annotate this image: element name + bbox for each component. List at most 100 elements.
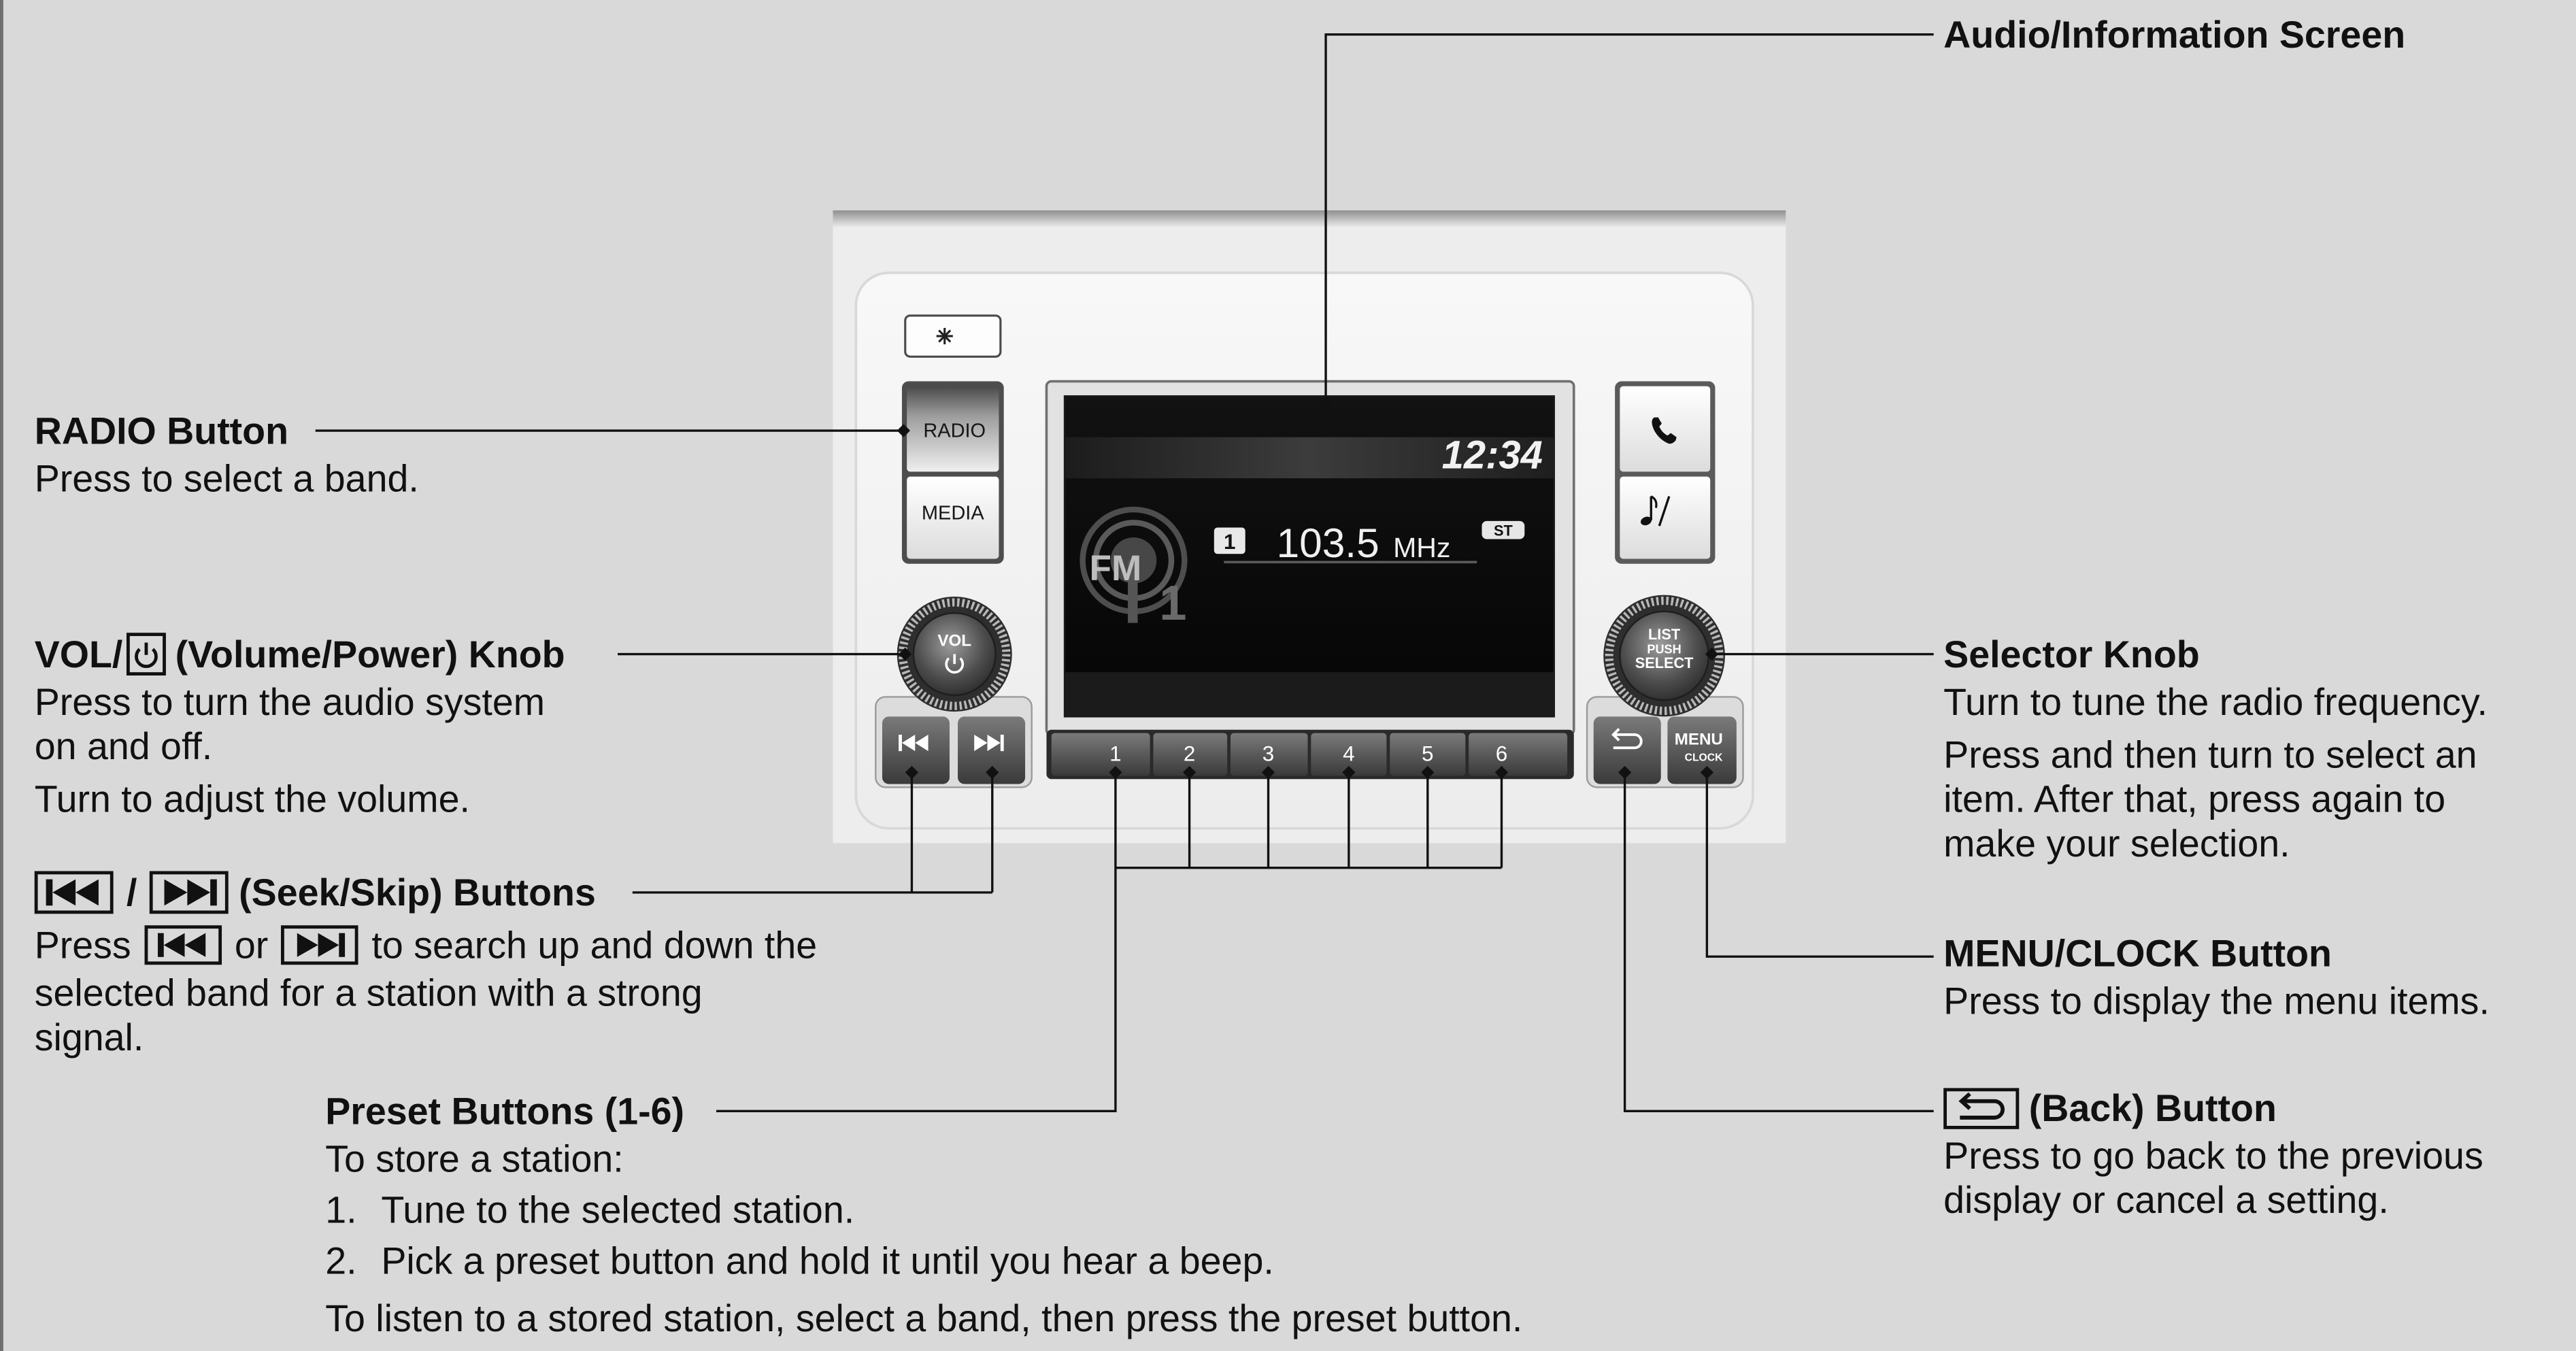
seek-up-icon: [150, 871, 229, 914]
preset-button-4: 4: [1311, 733, 1387, 776]
preset-label: 3: [1262, 742, 1274, 766]
callout-title-text: (Back) Button: [2028, 1086, 2277, 1129]
preset-label: 6: [1496, 742, 1507, 766]
leader-seek-skip: [632, 772, 994, 894]
callout-text: signal.: [34, 1016, 144, 1058]
music-icon: [1641, 495, 1671, 527]
volume-power-knob: VOL: [897, 597, 1012, 712]
clock-button-label: CLOCK: [1685, 752, 1723, 764]
callout-text: Press to turn the audio system: [34, 680, 546, 724]
callout-text: Press to go back to the previous: [1943, 1134, 2483, 1177]
page-edge-line: [0, 0, 3, 1351]
callout-text: item. After that, press again to: [1943, 777, 2446, 820]
leader-presets: [716, 772, 1503, 1112]
callout-title-prefix: VOL/: [34, 633, 123, 676]
callout-text-part: to search up and down the: [371, 923, 818, 967]
seek-up-icon: [281, 925, 359, 965]
leader-lines: [315, 33, 1934, 1112]
callout-text: Press to display the menu items.: [1943, 979, 2490, 1022]
media-button: MEDIA: [907, 476, 999, 559]
screen-frequency: 103.5: [1277, 520, 1379, 566]
menu-clock-button: MENU CLOCK: [1667, 716, 1737, 784]
callout-title: RADIO Button: [34, 409, 289, 452]
back-button: [1593, 716, 1661, 784]
callout-title: VOL/ (Volume/Power) Knob: [35, 628, 565, 680]
menu-button-label: MENU: [1675, 730, 1723, 748]
phone-music-buttons: [1615, 381, 1716, 564]
callout-text-part: Press: [34, 923, 131, 967]
callout-audio-screen: Audio/Information Screen: [1943, 8, 2405, 61]
screen-preset-number: 1: [1224, 530, 1235, 554]
back-icon: [1611, 728, 1643, 750]
step-marker: 1.: [325, 1188, 357, 1231]
callout-title: (Back) Button: [1943, 1082, 2483, 1134]
day-night-icon: [936, 327, 973, 346]
fm-band-icon: FM 1: [1080, 506, 1188, 631]
callout-back-button: (Back) Button Press to go back to the pr…: [1943, 1082, 2483, 1223]
step-text: Pick a preset button and hold it until y…: [381, 1239, 1274, 1282]
callout-radio-button: RADIO Button Press to select a band.: [35, 404, 419, 501]
callout-title: Audio/Information Screen: [1943, 13, 2406, 56]
callout-title: Preset Buttons (1-6): [325, 1089, 685, 1133]
preset-label: 5: [1422, 742, 1433, 766]
seek-up-icon: [974, 734, 1004, 752]
callout-text: Press to select a band.: [34, 456, 419, 500]
seek-skip-buttons: [875, 696, 1033, 788]
preset-button-1: 1: [1051, 733, 1150, 776]
callout-selector-knob: Selector Knob Turn to tune the radio fre…: [1943, 628, 2488, 866]
step-text: Tune to the selected station.: [381, 1188, 855, 1231]
selector-label-list: LIST: [1648, 626, 1681, 643]
back-menu-buttons: MENU CLOCK: [1586, 696, 1744, 788]
power-icon: [126, 633, 166, 676]
callout-text: on and off.: [34, 724, 213, 768]
preset-button-2: 2: [1153, 733, 1228, 776]
callout-step: 1. Tune to the selected station.: [325, 1188, 1522, 1233]
screen-stereo-badge: ST: [1482, 520, 1525, 539]
seek-down-button: [882, 716, 950, 784]
leader-back-button: [1623, 772, 1934, 1112]
preset-buttons: 1 2 3 4 5 6: [1046, 729, 1574, 780]
preset-button-3: 3: [1230, 733, 1308, 776]
callout-text: To listen to a stored station, select a …: [325, 1297, 1523, 1340]
leader-audio-screen: [1324, 33, 1934, 403]
callout-vol-knob: VOL/ (Volume/Power) Knob Press to turn t…: [35, 628, 565, 822]
callout-title-text: (Seek/Skip) Buttons: [239, 871, 596, 914]
selector-label-push: PUSH: [1647, 642, 1681, 656]
callout-text-part: or: [234, 923, 269, 967]
preset-label: 4: [1343, 742, 1354, 766]
power-icon: [945, 654, 965, 674]
callout-title: Selector Knob: [1943, 633, 2200, 676]
seek-down-icon: [144, 925, 222, 965]
back-icon: [1943, 1087, 2020, 1129]
seek-up-button: [958, 716, 1026, 784]
callout-step: 2. Pick a preset button and hold it unti…: [325, 1239, 1522, 1284]
preset-label: 2: [1184, 742, 1195, 766]
callout-text: selected band for a station with a stron…: [34, 971, 703, 1014]
screen-band-number: 1: [1159, 576, 1186, 631]
callout-text: display or cancel a setting.: [1943, 1178, 2389, 1222]
callout-text: To store a station:: [325, 1137, 624, 1180]
seek-down-icon: [34, 871, 114, 914]
callout-title: MENU/CLOCK Button: [1943, 931, 2332, 975]
callout-presets: Preset Buttons (1-6) To store a station:…: [325, 1085, 1522, 1341]
radio-button-label: RADIO: [923, 420, 986, 442]
audio-information-screen: 12:34 FM 1 1 103.5 MHz ST: [1045, 380, 1575, 736]
day-night-button: [904, 314, 1002, 358]
phone-icon: [1652, 417, 1677, 444]
music-button: [1620, 476, 1711, 559]
vol-knob-label: VOL: [937, 632, 971, 650]
callout-text: Turn to tune the radio frequency.: [1943, 680, 2488, 724]
phone-button: [1620, 386, 1711, 472]
screen-clock: 12:34: [1442, 434, 1543, 478]
callout-text: make your selection.: [1943, 822, 2290, 865]
callout-title: / (Seek/Skip) Buttons: [34, 866, 817, 918]
callout-menu-clock: MENU/CLOCK Button Press to display the m…: [1943, 927, 2490, 1024]
callout-title-separator: /: [126, 871, 137, 914]
callout-text: Turn to adjust the volume.: [34, 777, 470, 820]
radio-button: RADIO: [907, 386, 999, 472]
screen-frequency-unit: MHz: [1393, 532, 1450, 563]
callout-text: Press or to search up and down the: [35, 919, 817, 971]
seek-down-icon: [899, 734, 929, 752]
media-button-label: MEDIA: [922, 502, 984, 524]
